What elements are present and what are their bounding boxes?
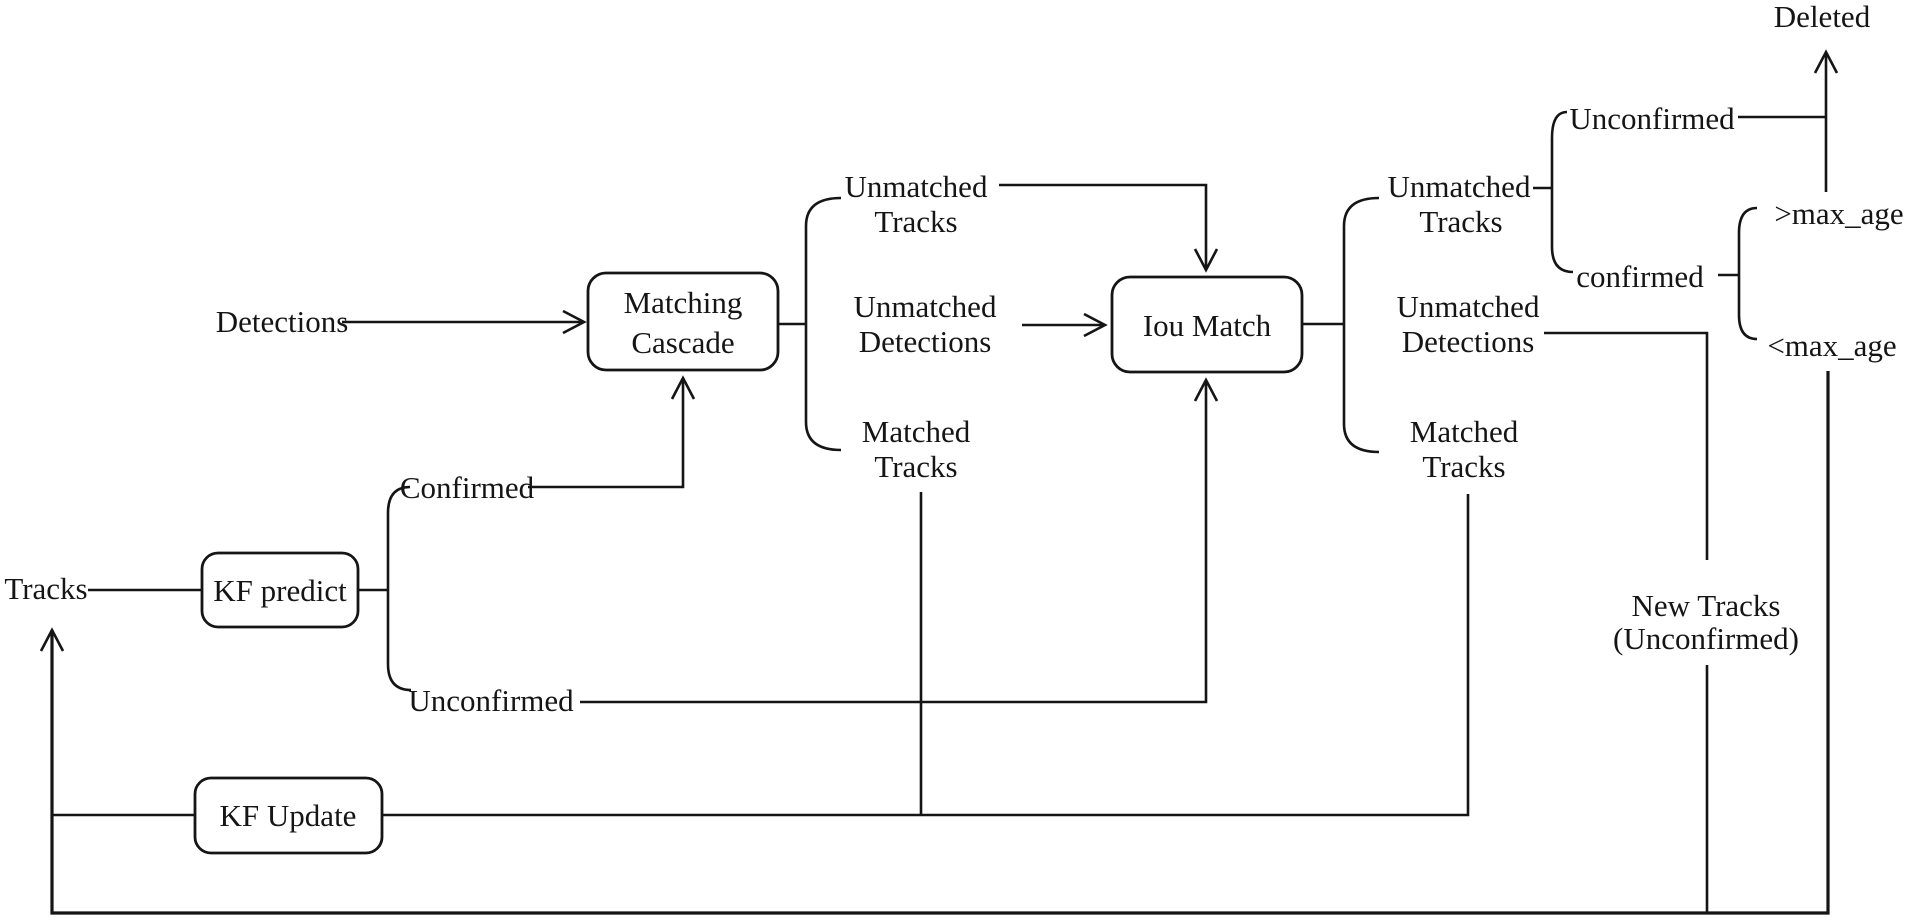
label-group-new-tracks: New Tracks (Unconfirmed)	[1613, 588, 1799, 656]
brace-cascade-outputs	[804, 196, 842, 452]
edge-unconfirmed-to-iou-match	[580, 377, 1219, 704]
label-over-max-age: >max_age	[1774, 196, 1903, 231]
label-cascade-unmatched-detections-line2: Detections	[859, 324, 992, 359]
kf-update-label: KF Update	[220, 798, 357, 833]
label-group-iou-outputs: Unmatched Tracks Unmatched Detections Ma…	[1388, 169, 1540, 484]
matching-cascade-label-line2: Cascade	[631, 325, 734, 360]
label-tracks: Tracks	[4, 571, 87, 606]
label-iou-unmatched-tracks-line1: Unmatched	[1388, 169, 1531, 204]
iou-match-label: Iou Match	[1143, 308, 1272, 343]
label-iou-unmatched-tracks-line2: Tracks	[1419, 204, 1502, 239]
brace-track-fate	[1550, 110, 1574, 274]
kf-update-box	[193, 776, 384, 855]
brace-age-outcomes	[1737, 206, 1758, 341]
kf-predict-box	[200, 551, 360, 629]
label-cascade-matched-tracks-line1: Matched	[862, 414, 971, 449]
edge-confirmed-to-matching-cascade	[528, 375, 696, 489]
label-iou-matched-tracks-line2: Tracks	[1422, 449, 1505, 484]
label-group-track-fate: Unconfirmed confirmed >max_age <max_age …	[1569, 0, 1903, 363]
brace-iou-outputs	[1342, 196, 1380, 454]
label-iou-matched-tracks-line1: Matched	[1410, 414, 1519, 449]
matching-cascade-box	[586, 271, 780, 372]
node-kf-predict: KF predict	[200, 551, 360, 629]
label-unconfirmed-branch: Unconfirmed	[408, 683, 574, 718]
label-iou-unmatched-detections-line2: Detections	[1402, 324, 1535, 359]
node-matching-cascade: Matching Cascade	[586, 271, 780, 372]
edge-unmatched-tracks-to-iou-match	[999, 183, 1219, 273]
label-new-tracks-line1: New Tracks	[1632, 588, 1781, 623]
label-cascade-unmatched-tracks-line2: Tracks	[874, 204, 957, 239]
edge-iou-matched-tracks-to-kf-update	[382, 494, 1470, 817]
label-cascade-unmatched-detections-line1: Unmatched	[854, 289, 997, 324]
label-new-tracks-line2: (Unconfirmed)	[1613, 621, 1799, 656]
matching-cascade-label-line1: Matching	[624, 285, 743, 320]
label-detections: Detections	[216, 304, 349, 339]
label-under-max-age: <max_age	[1767, 328, 1896, 363]
node-iou-match: Iou Match	[1110, 275, 1304, 374]
label-cascade-matched-tracks-line2: Tracks	[874, 449, 957, 484]
brace-kf-predict-branches	[386, 485, 412, 692]
label-fate-unconfirmed: Unconfirmed	[1569, 101, 1735, 136]
edge-unmatched-detections-to-new-tracks	[1544, 331, 1709, 560]
kf-predict-label: KF predict	[213, 573, 347, 608]
iou-match-box	[1110, 275, 1304, 374]
edge-feedback-loop-to-tracks	[39, 371, 1830, 915]
label-iou-unmatched-detections-line1: Unmatched	[1397, 289, 1540, 324]
label-fate-confirmed: confirmed	[1576, 259, 1704, 294]
label-confirmed-branch: Confirmed	[400, 470, 535, 505]
label-deleted: Deleted	[1774, 0, 1871, 34]
label-cascade-unmatched-tracks-line1: Unmatched	[845, 169, 988, 204]
node-kf-update: KF Update	[193, 776, 384, 855]
label-group-cascade-outputs: Unmatched Tracks Unmatched Detections Ma…	[845, 169, 997, 484]
